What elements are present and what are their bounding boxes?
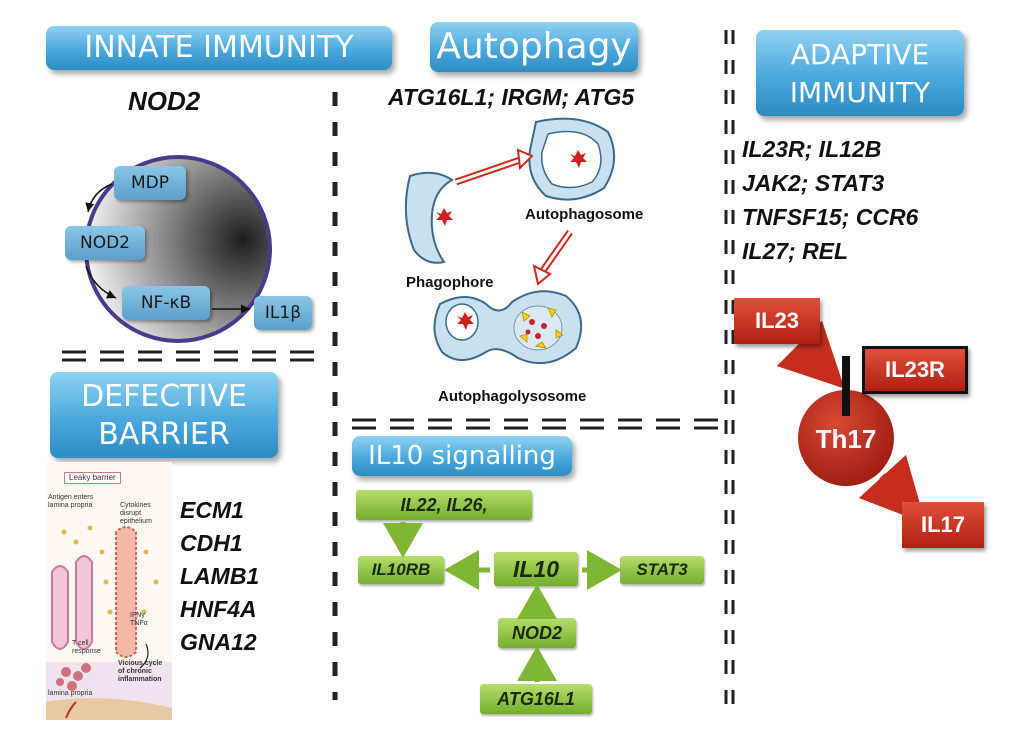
barrier-gene: LAMB1: [180, 563, 260, 589]
phagophore-shape: [404, 171, 454, 264]
il10rb-box: IL10RB: [358, 556, 444, 584]
barrier-gene: GNA12: [180, 629, 257, 655]
il10-signalling-header: IL10 signalling: [352, 436, 572, 476]
autophagolysosome-label: Autophagolysosome: [438, 388, 587, 405]
lamina-propria-text: lamina propria: [48, 690, 93, 697]
adaptive-gene-line: IL23R; IL12B: [742, 136, 882, 162]
nfkb-box: NF-κB: [122, 286, 210, 320]
lysosome-enzymes: [519, 307, 564, 349]
barrier-gene: ECM1: [180, 497, 244, 523]
innate-gene: NOD2: [128, 86, 201, 116]
th17-label: Th17: [815, 424, 877, 454]
phagophore-cargo-icon: [436, 208, 453, 226]
adaptive-gene-line: TNFSF15; CCR6: [742, 204, 919, 230]
adaptive-gene-line: IL27; REL: [742, 238, 849, 264]
il23-box: IL23: [734, 298, 820, 344]
barrier-drawing: [46, 462, 172, 720]
leaky-barrier-title: Leaky barrier: [64, 472, 121, 484]
innate-immunity-header: INNATE IMMUNITY: [46, 26, 392, 70]
autophagosome-inner: [540, 130, 602, 189]
adaptive-header-line1: ADAPTIVE: [790, 38, 930, 71]
nod2-green-box: NOD2: [498, 618, 576, 648]
il23r-receptor: [842, 356, 850, 416]
mdp-box: MDP: [114, 166, 186, 200]
arrow-th17-il17: [858, 454, 926, 524]
il22-il26-box: IL22, IL26,: [356, 490, 532, 520]
barrier-gene: CDH1: [180, 530, 243, 556]
defective-header-line2: BARRIER: [98, 417, 230, 452]
autophagosome-label: Autophagosome: [525, 206, 644, 223]
nod2-box: NOD2: [65, 226, 145, 260]
il10-box: IL10: [494, 552, 578, 586]
antigen-text: Antigen enters lamina propria: [48, 494, 94, 509]
adaptive-gene-line: JAK2; STAT3: [742, 170, 885, 196]
barrier-gene: HNF4A: [180, 596, 257, 622]
il23r-box: IL23R: [862, 346, 968, 394]
phagophore-label: Phagophore: [406, 274, 494, 291]
leaky-barrier-illustration: Leaky barrier Antigen enters lamina prop…: [46, 462, 172, 720]
il1b-box: IL1β: [254, 296, 312, 330]
barrier-genes: ECM1 CDH1 LAMB1 HNF4A GNA12: [180, 494, 259, 659]
autophagy-header: Autophagy: [430, 22, 638, 72]
stat3-box: STAT3: [620, 556, 704, 584]
vicious-cycle-text: Vicious cycle of chronic inflammation: [118, 660, 163, 683]
tcell-text: T cell response: [72, 640, 101, 655]
defective-barrier-header: DEFECTIVE BARRIER: [50, 372, 278, 458]
il17-box: IL17: [902, 502, 984, 548]
arrow-il23-th17: [776, 320, 845, 389]
ifn-text: IFNγ TNFα: [130, 612, 148, 627]
arrow-mdp-nod2: [85, 183, 113, 213]
autophagosome-cargo-icon: [570, 150, 587, 168]
arrow-nod2-nfkb: [85, 265, 117, 299]
adaptive-genes: IL23R; IL12B JAK2; STAT3 TNFSF15; CCR6 I…: [742, 132, 918, 268]
autophagy-genes: ATG16L1; IRGM; ATG5: [388, 84, 635, 110]
atg16l1-green-box: ATG16L1: [480, 684, 592, 714]
defective-header-line1: DEFECTIVE: [81, 379, 247, 414]
adaptive-immunity-header: ADAPTIVE IMMUNITY: [756, 30, 964, 116]
cytokines-text: Cytokines disrupt epithelium: [120, 502, 152, 525]
adaptive-header-line2: IMMUNITY: [789, 76, 931, 109]
